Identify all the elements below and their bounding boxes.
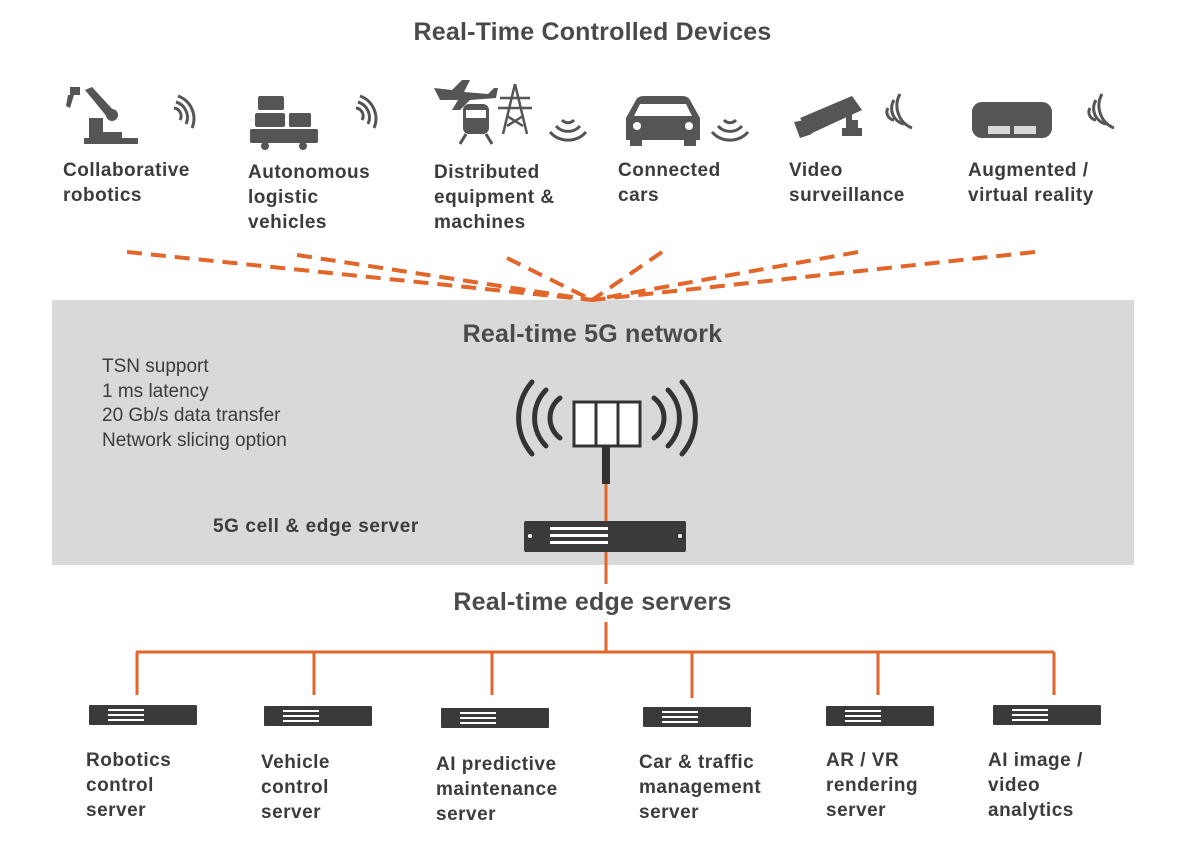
server-icon xyxy=(993,705,1101,725)
cell-tower-icon xyxy=(516,379,698,484)
link-distributed xyxy=(506,256,593,302)
devices-heading: Real-Time Controlled Devices xyxy=(413,18,772,46)
feature-item: TSN support xyxy=(102,356,209,377)
cell-edge-server-label: 5G cell & edge server xyxy=(213,516,419,537)
network-features: TSN support 1 ms latency 20 Gb/s data tr… xyxy=(102,355,287,453)
car-icon xyxy=(626,96,700,146)
link-surveillance xyxy=(591,250,859,302)
server-icon xyxy=(441,708,549,728)
link-cars xyxy=(590,250,664,302)
edge-server-icon xyxy=(524,521,686,552)
network-heading: Real-time 5G network xyxy=(462,320,723,348)
edge-servers-heading: Real-time edge servers xyxy=(453,588,732,616)
server-icon xyxy=(826,706,934,726)
server-icon xyxy=(264,706,372,726)
plane-train-pylon-icon xyxy=(434,80,532,145)
wifi-icon xyxy=(885,93,913,130)
wifi-icon xyxy=(710,118,750,142)
server-icon xyxy=(89,705,197,725)
device-links xyxy=(126,250,1036,302)
wifi-icon xyxy=(173,94,196,129)
robot-arm-icon xyxy=(66,87,138,144)
link-logistic xyxy=(296,253,593,302)
feature-item: 1 ms latency xyxy=(102,380,209,402)
logistic-vehicle-icon xyxy=(250,96,318,150)
feature-item: Network slicing option xyxy=(102,429,287,451)
feature-item: 20 Gb/s data transfer xyxy=(102,405,281,426)
wifi-icon xyxy=(355,94,378,129)
vr-headset-icon xyxy=(972,102,1052,138)
wifi-icon xyxy=(548,118,588,142)
cctv-camera-icon xyxy=(794,96,862,138)
server-icon xyxy=(643,707,751,727)
edge-server-bus xyxy=(135,622,1056,698)
link-robotics xyxy=(126,250,593,302)
device-label-ar-vr: Augmented /virtual reality xyxy=(968,160,1094,206)
wifi-icon xyxy=(1087,93,1115,130)
link-ar-vr xyxy=(591,250,1036,302)
